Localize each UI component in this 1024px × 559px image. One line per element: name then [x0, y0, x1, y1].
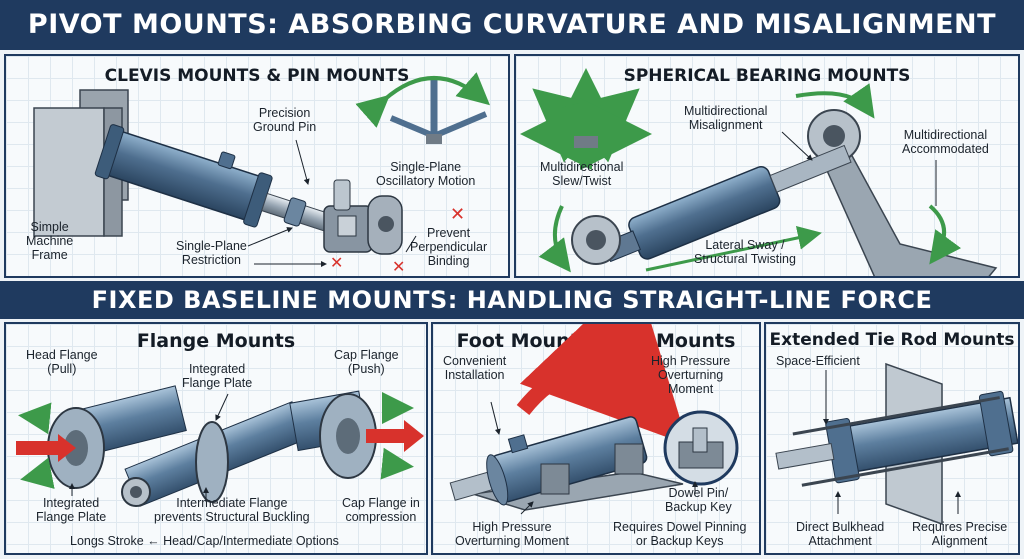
x-marker: ✕ — [450, 204, 465, 225]
clevis-bracket — [324, 180, 402, 254]
intermediate-flange — [196, 422, 228, 502]
pivot-mounts-banner: PIVOT MOUNTS: ABSORBING CURVATURE AND MI… — [0, 0, 1024, 50]
head-flange-label: Head Flange(Pull) — [26, 348, 98, 376]
x-marker: ✕ — [330, 253, 343, 272]
space-efficient-label: Space-Efficient — [776, 354, 860, 368]
foot-lug — [615, 444, 643, 474]
multidirectional-arrows-icon — [538, 86, 634, 134]
foot-panel: Foot Mounts / Lug Mounts Conveni — [431, 322, 761, 555]
dowel-pin-label: Dowel Pin/Backup Key — [665, 486, 732, 514]
spherical-panel: SPHERICAL BEARING MOUNTS — [514, 54, 1020, 278]
long-stroke-label: Longs Stroke ← Head/Cap/Intermediate Opt… — [70, 534, 339, 548]
cap-flange-label: Cap Flange(Push) — [334, 348, 399, 376]
tierod-panel: Extended Tie Rod Mounts Space-Efficient … — [764, 322, 1020, 555]
x-marker: ✕ — [392, 257, 405, 276]
fixed-mounts-banner: FIXED BASELINE MOUNTS: HANDLING STRAIGHT… — [0, 281, 1024, 319]
flange-panel: Flange Mounts — [4, 322, 428, 555]
overturning-arrow — [523, 372, 655, 410]
oscillatory-motion-icon — [384, 76, 486, 144]
clevis-panel: CLEVIS MOUNTS & PIN MOUNTS — [4, 54, 510, 278]
sway-label: Lateral Sway /Structural Twisting — [694, 238, 796, 266]
foot-lug — [541, 464, 569, 494]
clevis-cylinder-body — [100, 129, 266, 222]
